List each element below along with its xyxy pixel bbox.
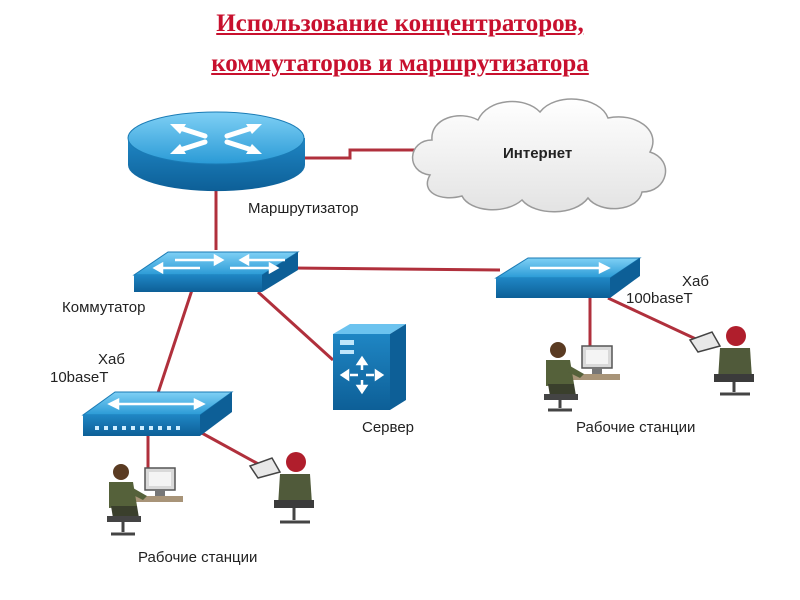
workstation-icon [688,326,754,396]
router-label: Маршрутизатор [248,200,359,217]
workstations-right-label: Рабочие станции [576,419,695,436]
link-switch-hub-left [156,289,194,394]
title-line-1: Использование концентраторов, [216,10,584,37]
cloud-icon [411,98,667,213]
link-hub-right-ws2 [607,296,699,342]
hub-right-icon [494,257,642,298]
link-router-internet [305,148,420,160]
router-icon [127,111,305,192]
workstations-left-label: Рабочие станции [138,549,257,566]
internet-label: Интернет [503,145,572,162]
workstation-icon [544,342,620,412]
hub-right-name: Хаб [682,273,709,290]
switch-icon [132,251,300,292]
link-hub-left-ws2 [199,430,263,468]
server-icon [333,324,406,410]
hub-left-icon [81,391,234,436]
link-switch-hub-right [291,266,501,272]
hub-left-name: Хаб [98,351,125,368]
hub-left-spec: 10baseT [50,369,108,386]
workstation-icon [107,464,183,536]
link-switch-server [256,290,335,362]
switch-label: Коммутатор [62,299,145,316]
workstation-icon [248,452,314,524]
server-label: Сервер [362,419,414,436]
title-line-2: коммутаторов и маршрутизатора [211,50,589,77]
hub-right-spec: 100baseT [626,290,693,307]
